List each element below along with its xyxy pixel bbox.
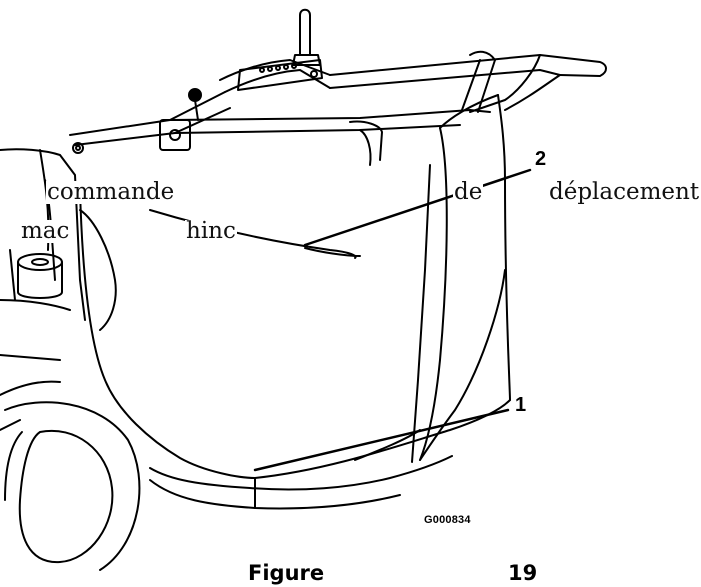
overlay-word-de: de <box>453 179 484 205</box>
leader-line-2 <box>303 168 532 247</box>
grass-bag <box>39 94 511 510</box>
handle-frame <box>69 50 607 166</box>
knob-cylinder <box>17 253 63 299</box>
control-lever <box>188 8 323 121</box>
machine-housing <box>0 148 86 431</box>
callout-2: 2 <box>535 148 547 170</box>
figure-caption-label: Figure <box>248 561 325 585</box>
overlay-word-commande: commande <box>46 179 176 205</box>
overlay-word-hinc: hinc <box>185 218 237 244</box>
callout-1: 1 <box>515 394 527 416</box>
wheel <box>4 401 141 571</box>
figure-caption-number: 19 <box>508 561 538 585</box>
leader-line-1 <box>253 408 510 472</box>
overlay-word-mac: mac <box>20 218 71 244</box>
overlay-word-deplacement: déplacement <box>548 179 701 205</box>
part-code: G000834 <box>424 514 471 526</box>
